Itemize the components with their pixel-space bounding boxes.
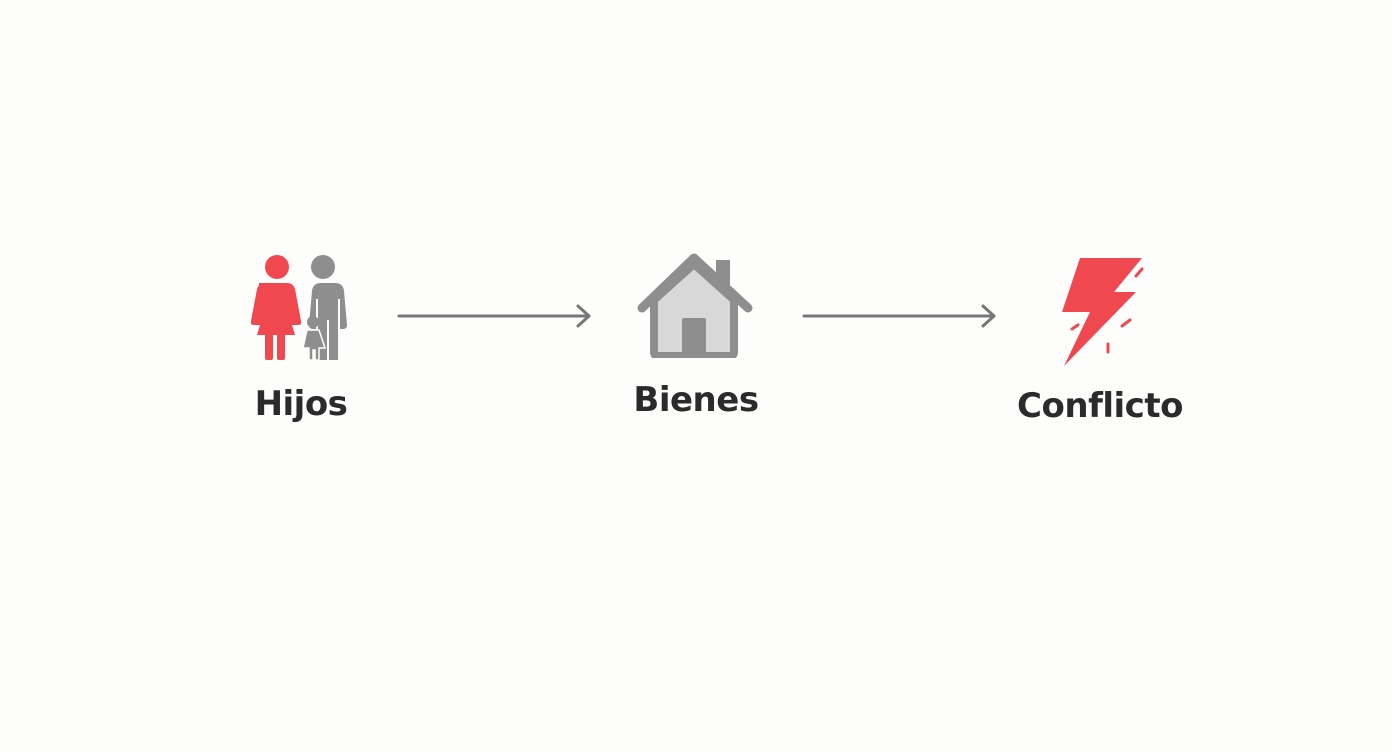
node-label-conflicto: Conflicto <box>1017 386 1183 426</box>
node-label-hijos: Hijos <box>254 384 348 424</box>
node-label-bienes: Bienes <box>633 380 759 420</box>
arrow-right-icon <box>802 304 996 328</box>
node-conflicto: Conflicto <box>1010 254 1190 426</box>
lightning-bolt-icon <box>1062 258 1144 366</box>
family-icon <box>251 255 347 361</box>
node-bienes: Bienes <box>626 252 766 420</box>
house-icon <box>637 253 753 358</box>
node-hijos: Hijos <box>236 252 366 424</box>
arrow-right-icon <box>397 304 591 328</box>
